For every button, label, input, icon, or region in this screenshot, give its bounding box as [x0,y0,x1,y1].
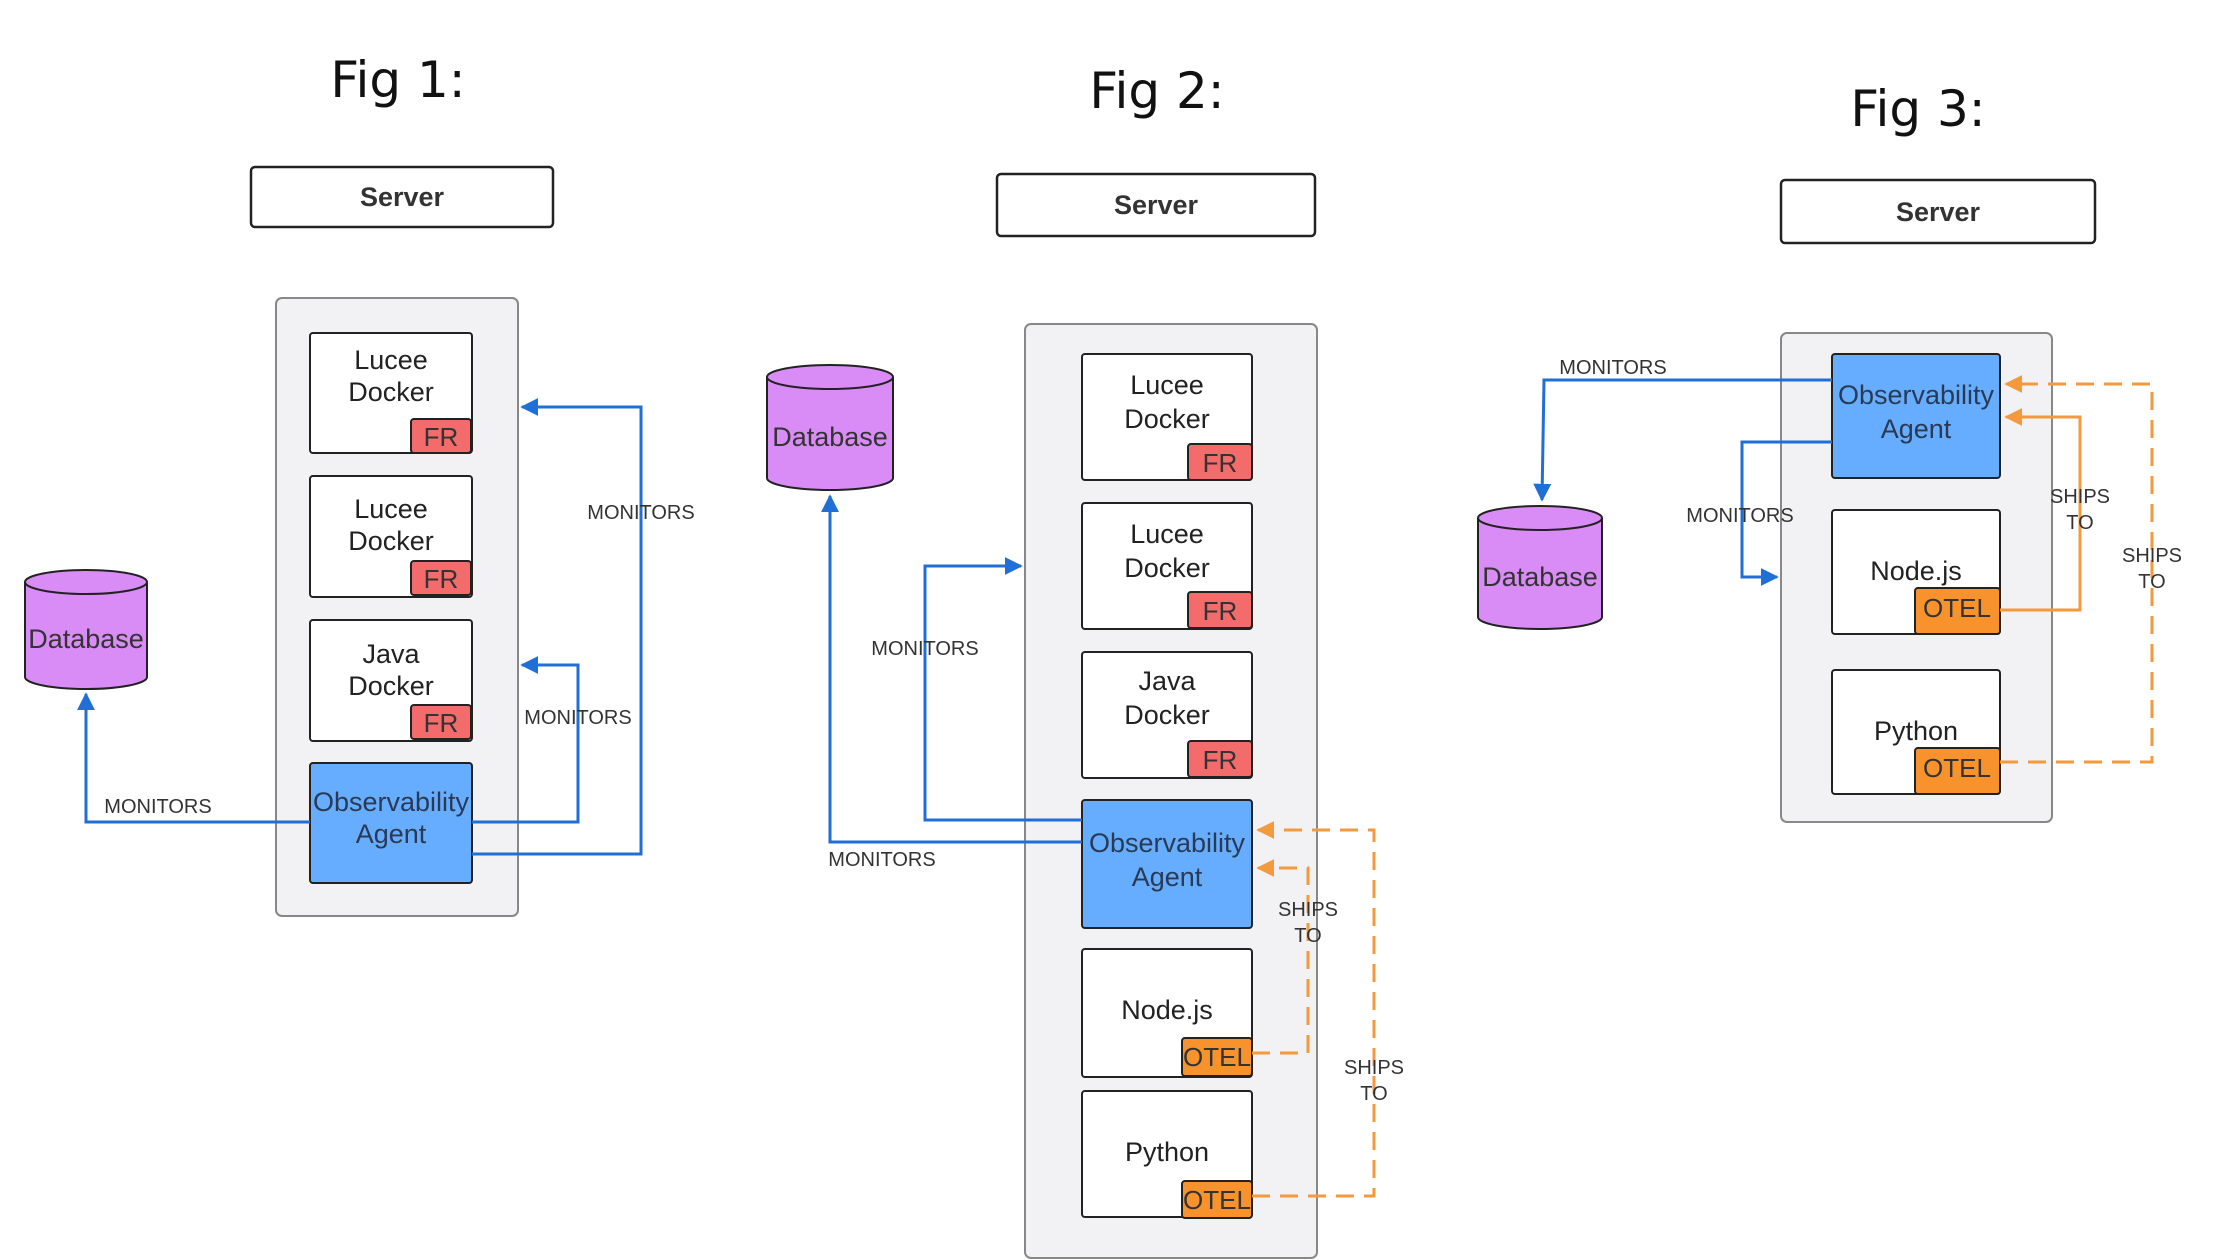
service-node-nodejs: Node.js OTEL [1831,509,2001,635]
fr-badge [410,704,472,740]
otel-badge-label: OTEL [1923,593,1991,623]
node-label-line1: Lucee [354,494,428,524]
node-label-line1: Lucee [354,345,428,375]
otel-badge-label: OTEL [1183,1042,1251,1072]
edge-label: SHIPS [1278,899,1338,921]
figure-title: Fig 1: [330,51,465,109]
fr-badge [410,418,472,454]
server-header: Server [1779,178,2097,245]
database-label: Database [1482,562,1598,592]
observability-agent: Observability Agent [1081,799,1253,929]
database-label: Database [28,624,144,654]
server-label: Server [360,182,445,212]
fr-badge-label: FR [424,422,459,452]
node-label-line2: Docker [1124,553,1210,583]
service-node-java-docker: Java Docker FR [309,619,473,742]
server-label: Server [1114,190,1199,220]
service-node-nodejs: Node.js OTEL [1081,948,1253,1078]
fr-badge-label: FR [424,564,459,594]
edge-label: TO [2066,512,2093,534]
fr-badge-label: FR [1203,745,1238,775]
service-node-java-docker: Java Docker FR [1081,651,1253,779]
node-label-line1: Lucee [1130,370,1204,400]
monitors-arrow [923,557,1082,822]
fr-badge [1187,591,1253,629]
service-node-python: Python OTEL [1081,1090,1253,1219]
server-label: Server [1896,197,1981,227]
agent-label-line2: Agent [356,819,427,849]
edge-label: MONITORS [1559,357,1666,379]
node-label-line1: Java [1138,666,1196,696]
edge-label: TO [1360,1083,1387,1105]
figure-title: Fig 2: [1089,62,1224,120]
monitors-arrow [472,656,580,824]
node-label: Node.js [1870,556,1962,586]
monitors-arrow [821,494,1082,844]
edge-label: MONITORS [871,638,978,660]
observability-agent: Observability Agent [309,762,473,884]
monitors-arrow [1533,378,1832,502]
edge-label: SHIPS [2050,486,2110,508]
agent-label-line1: Observability [1089,828,1246,858]
node-label: Node.js [1121,995,1213,1025]
edge-label: MONITORS [1686,505,1793,527]
node-label-line2: Docker [1124,700,1210,730]
service-node-lucee-docker: Lucee Docker FR [309,332,473,454]
server-header: Server [249,165,555,229]
observability-agent: Observability Agent [1831,353,2001,479]
node-label-line2: Docker [348,526,434,556]
service-node-lucee-docker: Lucee Docker FR [1081,502,1253,630]
database-label: Database [772,422,888,452]
fr-badge-label: FR [1203,596,1238,626]
edge-label: MONITORS [828,849,935,871]
fr-badge-label: FR [1203,448,1238,478]
service-node-python: Python OTEL [1831,669,2001,795]
edge-label: TO [1294,925,1321,947]
monitors-arrow [77,692,310,824]
edge-label: TO [2138,571,2165,593]
agent-label-line2: Agent [1881,414,1952,444]
node-label-line1: Java [362,639,420,669]
figure-title: Fig 3: [1850,80,1985,138]
otel-badge [1181,1180,1253,1219]
monitors-arrow [1740,440,1832,586]
server-header: Server [995,172,1317,238]
figure-3: Fig 3: Server Observability Agent Node.j… [1477,80,2182,823]
ships-to-arrow [2000,408,2082,612]
fr-badge [1187,740,1253,778]
ships-to-arrow [1252,859,1310,1055]
node-label: Python [1125,1137,1209,1167]
ships-to-arrow [2000,375,2154,764]
otel-badge-label: OTEL [1183,1185,1251,1215]
agent-label-line1: Observability [313,787,470,817]
database-cylinder: Database [1477,505,1603,630]
node-label-line1: Lucee [1130,519,1204,549]
node-label-line2: Docker [348,377,434,407]
node-label-line2: Docker [348,671,434,701]
node-label-line2: Docker [1124,404,1210,434]
fr-badge [410,560,472,596]
figure-1: Fig 1: Server Lucee Docker FR Lucee Dock… [24,51,695,917]
edge-label: MONITORS [587,502,694,524]
otel-badge [1181,1037,1253,1077]
fr-badge [1187,443,1253,481]
edge-label: MONITORS [524,707,631,729]
database-cylinder: Database [24,569,148,690]
otel-badge-label: OTEL [1923,753,1991,783]
fr-badge-label: FR [424,708,459,738]
agent-label-line2: Agent [1132,862,1203,892]
edge-label: MONITORS [104,796,211,818]
edge-label: SHIPS [2122,545,2182,567]
otel-badge [1914,747,2001,795]
service-node-lucee-docker: Lucee Docker FR [309,475,473,598]
ships-to-arrow [1252,821,1376,1198]
monitors-arrow [472,398,643,856]
database-cylinder: Database [766,364,894,491]
service-node-lucee-docker: Lucee Docker FR [1081,353,1253,481]
edge-label: SHIPS [1344,1057,1404,1079]
node-label: Python [1874,716,1958,746]
agent-label-line1: Observability [1838,380,1995,410]
figure-2: Fig 2: Server Lucee Docker FR Lucee Dock… [766,62,1404,1259]
